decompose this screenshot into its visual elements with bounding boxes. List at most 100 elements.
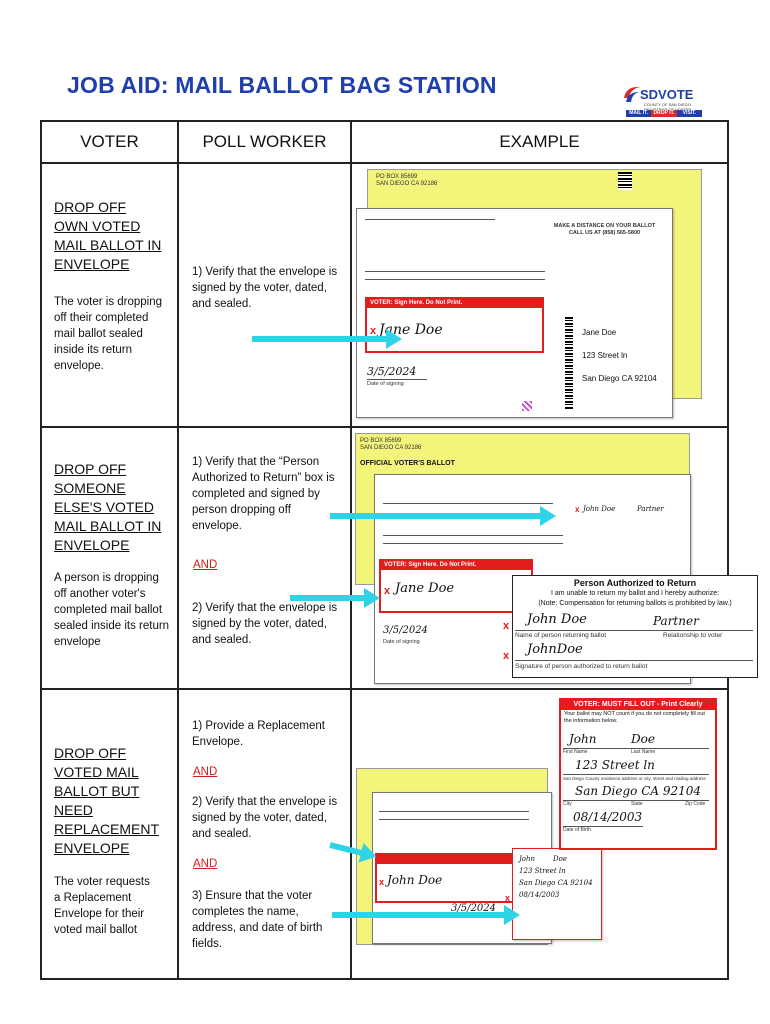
callout-title: Person Authorized to Return bbox=[573, 578, 697, 588]
voter-scenario-title: DROP OFF SOMEONE ELSE'S VOTED MAIL BALLO… bbox=[54, 461, 162, 553]
city-label: City bbox=[563, 801, 572, 807]
and-label: AND bbox=[193, 559, 218, 571]
field-line bbox=[563, 826, 643, 827]
first-name-label: First Name bbox=[563, 749, 588, 755]
logo-bar-item: DROP IT. bbox=[651, 110, 677, 117]
poll-worker-step: 2) Verify that the envelope is signed by… bbox=[192, 602, 338, 646]
envelope-address-line: SAN DIEGO CA 92186 bbox=[360, 445, 422, 451]
signature-box-header bbox=[377, 855, 527, 864]
date-line bbox=[367, 379, 427, 380]
envelope-address-line: PO BOX 85699 bbox=[360, 438, 402, 444]
address-city: San Diego CA 92104 bbox=[582, 374, 657, 383]
signature-field-label: Signature of person authorized to return… bbox=[515, 663, 648, 670]
person-authorized-callout: Person Authorized to Return I am unable … bbox=[503, 575, 758, 678]
sign-here-x-icon: x bbox=[503, 620, 510, 632]
voter-cell: DROP OFF VOTED MAIL BALLOT BUT NEED REPL… bbox=[40, 688, 179, 980]
envelope-address-line: PO BOX 85699 bbox=[376, 174, 418, 180]
logo-bar: MAIL IT. DROP IT. VISIT. bbox=[626, 110, 702, 117]
envelope-address-line: SAN DIEGO CA 92186 bbox=[376, 181, 438, 187]
poll-worker-step: 2) Verify that the envelope is signed by… bbox=[192, 796, 338, 840]
field-line bbox=[563, 774, 709, 775]
text-line bbox=[379, 819, 529, 820]
address-name: Jane Doe bbox=[582, 328, 617, 337]
state-label: State bbox=[631, 801, 643, 807]
text-line bbox=[383, 503, 553, 504]
example-cell: x John Doe 3/5/2024 John Doe 123 Street … bbox=[329, 688, 729, 980]
voter-signature: John Doe bbox=[387, 873, 443, 887]
voter-scenario-description: The voter requests a Replacement Envelop… bbox=[54, 876, 150, 936]
sign-here-x-icon: x bbox=[379, 877, 385, 887]
example-cell: PO BOX 85699 SAN DIEGO CA 92186 OFFICIAL… bbox=[290, 426, 758, 690]
header-example: EXAMPLE bbox=[350, 120, 729, 164]
signing-date: 3/5/2024 bbox=[367, 365, 417, 378]
envelope-banner: MAKE A DISTANCE ON YOUR BALLOT CALL US A… bbox=[553, 223, 656, 236]
qr-code-icon bbox=[522, 401, 532, 411]
logo-bar-item: MAIL IT. bbox=[626, 110, 652, 117]
mini-voter-info-box: John Doe 123 Street ln San Diego CA 9210… bbox=[505, 848, 602, 940]
field-line bbox=[515, 630, 753, 631]
callout-header: VOTER: MUST FILL OUT - Print Clearly bbox=[561, 700, 715, 710]
and-label: AND bbox=[193, 766, 218, 778]
text-line bbox=[365, 279, 545, 280]
sign-here-x-icon: x bbox=[505, 893, 511, 903]
field-line bbox=[515, 660, 753, 661]
envelope-barcode-icon bbox=[618, 172, 632, 190]
street-value: 123 Street ln bbox=[575, 758, 655, 772]
pointer-arrow-icon bbox=[252, 329, 402, 349]
envelope-barcode-icon bbox=[565, 317, 573, 409]
field-line bbox=[563, 748, 709, 749]
official-ballot-label: OFFICIAL VOTER'S BALLOT bbox=[360, 460, 455, 467]
job-aid-table: VOTER POLL WORKER EXAMPLE DROP OFF OWN V… bbox=[40, 120, 758, 980]
callout-line: I am unable to return my ballot and I he… bbox=[550, 590, 720, 597]
envelope-address-block: Jane Doe 123 Street ln San Diego CA 9210… bbox=[582, 321, 657, 390]
voter-info-callout: VOTER: MUST FILL OUT - Print Clearly You… bbox=[559, 698, 717, 850]
callout-line: (Note: Compensation for returning ballot… bbox=[538, 600, 732, 607]
dob-value: 08/14/2003 bbox=[573, 810, 643, 824]
header-voter: VOTER bbox=[40, 120, 179, 164]
relationship-field-label: Relationship to voter bbox=[663, 632, 723, 639]
header-row: VOTER POLL WORKER EXAMPLE bbox=[40, 120, 729, 164]
street-label: San Diego County residence address or ci… bbox=[563, 776, 706, 781]
poll-worker-step: 3) Ensure that the voter completes the n… bbox=[192, 890, 323, 950]
last-name-value: Doe bbox=[631, 732, 655, 746]
voter-signature-box: x John Doe bbox=[375, 853, 529, 903]
poll-worker-step: 1) Verify that the “Person Authorized to… bbox=[192, 456, 335, 532]
poll-worker-cell: 1) Verify that the “Person Authorized to… bbox=[177, 426, 352, 690]
voter-scenario-title: DROP OFF OWN VOTED MAIL BALLOT IN ENVELO… bbox=[54, 199, 162, 272]
text-line bbox=[383, 543, 563, 544]
mini-first-name: John bbox=[519, 855, 536, 863]
header-poll-worker: POLL WORKER bbox=[177, 120, 352, 164]
return-envelope: MAKE A DISTANCE ON YOUR BALLOT CALL US A… bbox=[356, 208, 673, 418]
dob-label: Date of Birth bbox=[563, 827, 591, 833]
logo-subtitle: COUNTY OF SAN DIEGO REGISTRAR OF VOTERS bbox=[644, 102, 692, 112]
mini-last-name: Doe bbox=[553, 855, 567, 863]
signing-date: 3/5/2024 bbox=[451, 903, 496, 914]
mini-city: San Diego CA 92104 bbox=[519, 879, 593, 887]
voter-scenario-title: DROP OFF VOTED MAIL BALLOT BUT NEED REPL… bbox=[54, 745, 160, 856]
date-label: Date of signing bbox=[383, 639, 420, 645]
poll-worker-step: 1) Provide a Replacement Envelope. bbox=[192, 720, 325, 748]
and-label: AND bbox=[193, 858, 218, 870]
last-name-label: Last Name bbox=[631, 749, 656, 755]
page-title: JOB AID: MAIL BALLOT BAG STATION bbox=[67, 72, 497, 98]
field-line bbox=[563, 800, 709, 801]
logo-brand: SDVOTE bbox=[640, 87, 694, 102]
poll-worker-cell: 1) Provide a Replacement Envelope. AND 2… bbox=[177, 688, 352, 980]
callout-subtext: Your ballot may NOT count if you do not … bbox=[564, 711, 705, 724]
returner-signature: JohnDoe bbox=[527, 642, 583, 657]
signature-box-header: VOTER: Sign Here. Do Not Print. bbox=[367, 299, 542, 308]
sign-here-x-icon: x bbox=[370, 325, 377, 337]
returner-relationship: Partner bbox=[653, 614, 699, 628]
table-row: DROP OFF OWN VOTED MAIL BALLOT IN ENVELO… bbox=[40, 162, 729, 428]
voter-cell: DROP OFF OWN VOTED MAIL BALLOT IN ENVELO… bbox=[40, 162, 179, 428]
text-line bbox=[379, 811, 529, 812]
poll-worker-cell: 1) Verify that the envelope is signed by… bbox=[177, 162, 352, 428]
text-line bbox=[365, 271, 545, 272]
returner-name: John Doe bbox=[527, 612, 587, 627]
mini-dob: 08/14/2003 bbox=[519, 891, 560, 899]
sign-here-x-icon: x bbox=[503, 650, 510, 662]
signing-date: 3/5/2024 bbox=[383, 625, 428, 636]
poll-worker-step: 1) Verify that the envelope is signed by… bbox=[192, 266, 338, 310]
sdvote-logo: SDVOTE COUNTY OF SAN DIEGO REGISTRAR OF … bbox=[622, 84, 704, 122]
logo-swoosh-icon bbox=[624, 86, 640, 102]
